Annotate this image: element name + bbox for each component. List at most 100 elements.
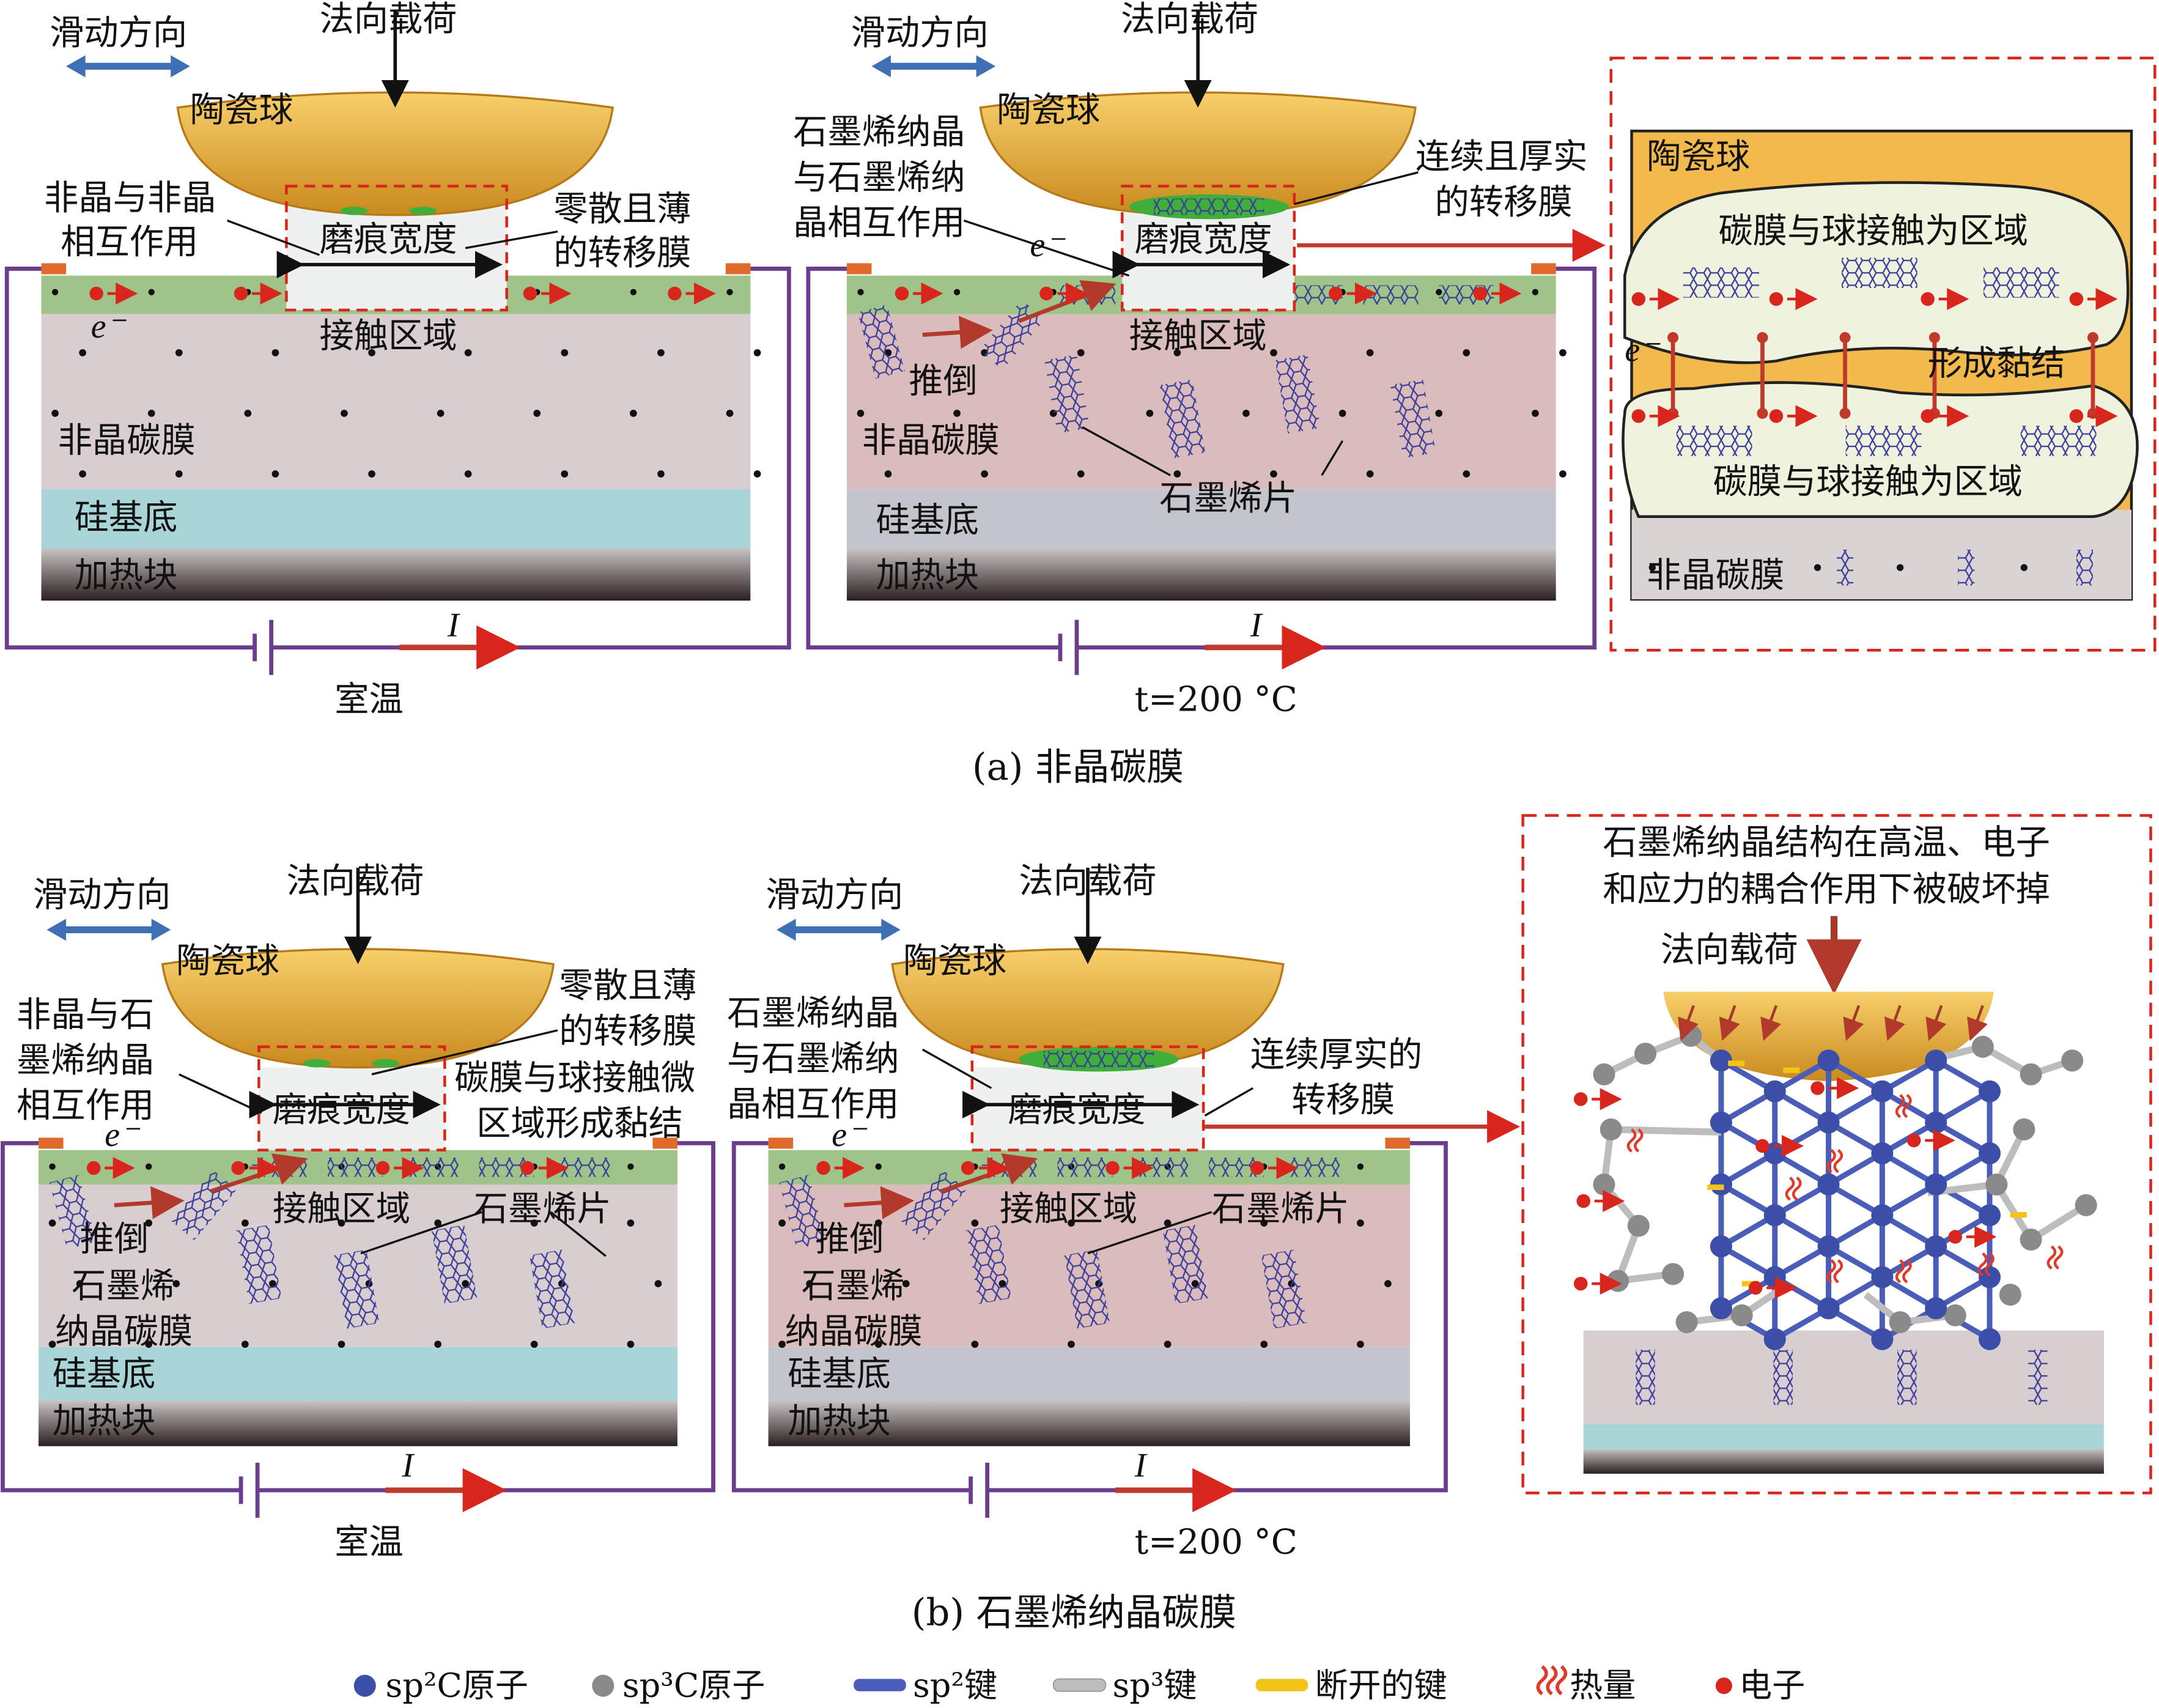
wear-width-label: 磨痕宽度 [273,1090,410,1129]
electrode-icon [41,263,67,275]
graphene-sheet-icon [1636,1350,1655,1405]
sp3-atom [2075,1194,2097,1216]
ball-label: 陶瓷球 [190,90,293,130]
carbon-atom-dot [1242,410,1250,417]
carbon-atom-dot [368,349,375,357]
film-label-1: 石墨烯 [802,1266,905,1306]
carbon-atom-dot [1173,349,1181,357]
circuit-wire [806,267,1060,650]
contact-bottom-label: 碳膜与球接触为区域 [1713,462,2023,501]
electron-icon [1105,1161,1120,1175]
carbon-atom-dot [1648,564,1656,571]
carbon-atom-dot [464,470,472,478]
carbon-atom-dot [1338,410,1346,417]
electron-icon [1906,1133,1921,1148]
load-label: 法向载荷 [286,862,424,901]
electron-icon [375,1161,390,1175]
load-label: 法向载荷 [1121,0,1258,39]
sp2-atom [1817,1297,1840,1320]
force-arrow-icon [1719,1005,1740,1041]
sp3-atom [1675,1311,1698,1334]
electrode-icon [725,263,751,275]
heating-block-layer [41,548,751,601]
electrode-icon [1531,263,1556,275]
sp2-atom [1710,1235,1732,1258]
heating-block-layer [39,1400,677,1446]
adhesion-node [1667,332,1679,344]
panel-b1: 滑动方向 法向载荷 陶瓷球 非晶与石 墨烯纳晶 相互作用 零散且薄 的转移膜 碳… [17,862,696,1562]
electron-icon [86,1161,101,1175]
sp2-atom [1710,1173,1732,1196]
push-label: 推倒 [909,361,978,401]
sp2-atom-icon [353,1674,376,1697]
heater-label: 加热块 [876,556,979,596]
sliding-label: 滑动方向 [851,13,989,53]
sp3-atom [1634,1043,1657,1065]
heat-icon [1785,1176,1802,1201]
graphene-sheet-icon [1837,549,1854,586]
panel-a1: 滑动方向 法向载荷 陶瓷球 非晶与非晶 相互作用 磨痕宽度 零散且薄 的转移膜 … [44,0,691,719]
heat-icon [1626,1128,1644,1153]
zoom-box-a [1609,56,2157,652]
sp2-atom [1871,1328,1894,1350]
leader-line [360,1211,482,1255]
carbon-atom-dot [857,289,864,295]
electron-icon [523,286,537,301]
ceramic-ball [176,91,614,216]
legend-heat: 热量 [1570,1666,1636,1705]
broken-bond [1728,1060,1745,1067]
bond-label-1: 碳膜与球接触微 [454,1059,695,1098]
panel-b3-zoom: 石墨烯纳晶结构在高温、电子 和应力的耦合作用下被破坏掉 法向载荷 [1603,823,2050,970]
electron-icon [1715,1677,1732,1695]
sp2-atom [1925,1111,1947,1134]
carbon-atom-dot [79,349,86,357]
graphene-sheet-icon [857,304,905,379]
carbon-atom-dot [175,470,183,478]
heater-label: 加热块 [53,1401,156,1441]
leader-line [1082,426,1171,476]
sp3-bond [1611,1126,1722,1136]
electron-icon [1748,1281,1763,1295]
interaction-label-2: 与石墨烯纳 [793,158,965,198]
heat-icon [1895,1093,1912,1118]
temp-label: 室温 [334,679,404,719]
heat-icon [1895,1259,1912,1284]
carbon-atom-dot [148,289,155,295]
silicon-label: 硅基底 [788,1355,891,1394]
sp2-atom [1817,1235,1840,1258]
push-arrow-icon [210,1153,308,1194]
graphene-sheet-icon [1162,1224,1209,1304]
electron-icon [2069,292,2084,306]
zoom-film-region [1631,509,2131,599]
electron-icon [816,1161,830,1175]
carbon-atom-dot [368,470,375,478]
sp2-atom [1710,1049,1732,1072]
sp2-atom [1871,1080,1894,1103]
silicon-label: 硅基底 [876,501,979,541]
graphene-sheet-icon [1057,1158,1113,1177]
push-arrow-icon [1018,280,1116,323]
sp3-atom [1999,1284,2021,1306]
carbon-atom-dot [657,470,665,478]
leader-line [921,1048,992,1089]
sliding-label: 滑动方向 [33,875,171,915]
silicon-substrate-layer [41,489,751,549]
carbon-atom-dot [778,1163,786,1170]
transfer-label-2: 的转移膜 [553,234,691,273]
carbon-atom-dot [533,410,541,417]
ball-label: 陶瓷球 [176,941,279,981]
current-label: I [1134,1446,1148,1484]
legend-broken-bond: 断开的键 [1315,1666,1447,1705]
sp2-atom [1710,1297,1732,1320]
ceramic-ball [161,948,555,1069]
carbon-atom-dot [875,1163,882,1170]
carbon-atom-dot [1559,470,1567,478]
carbon-atom-dot [753,470,761,478]
carbon-atom-dot [241,1340,249,1348]
transfer-film [340,207,368,215]
contact-top-label: 碳膜与球接触为区域 [1718,212,2028,251]
electrode-icon [768,1137,794,1149]
interaction-label-2: 与石墨烯纳 [727,1039,899,1079]
carbon-atom-dot [1897,564,1904,571]
graphene-sheet-icon [965,1224,1012,1304]
